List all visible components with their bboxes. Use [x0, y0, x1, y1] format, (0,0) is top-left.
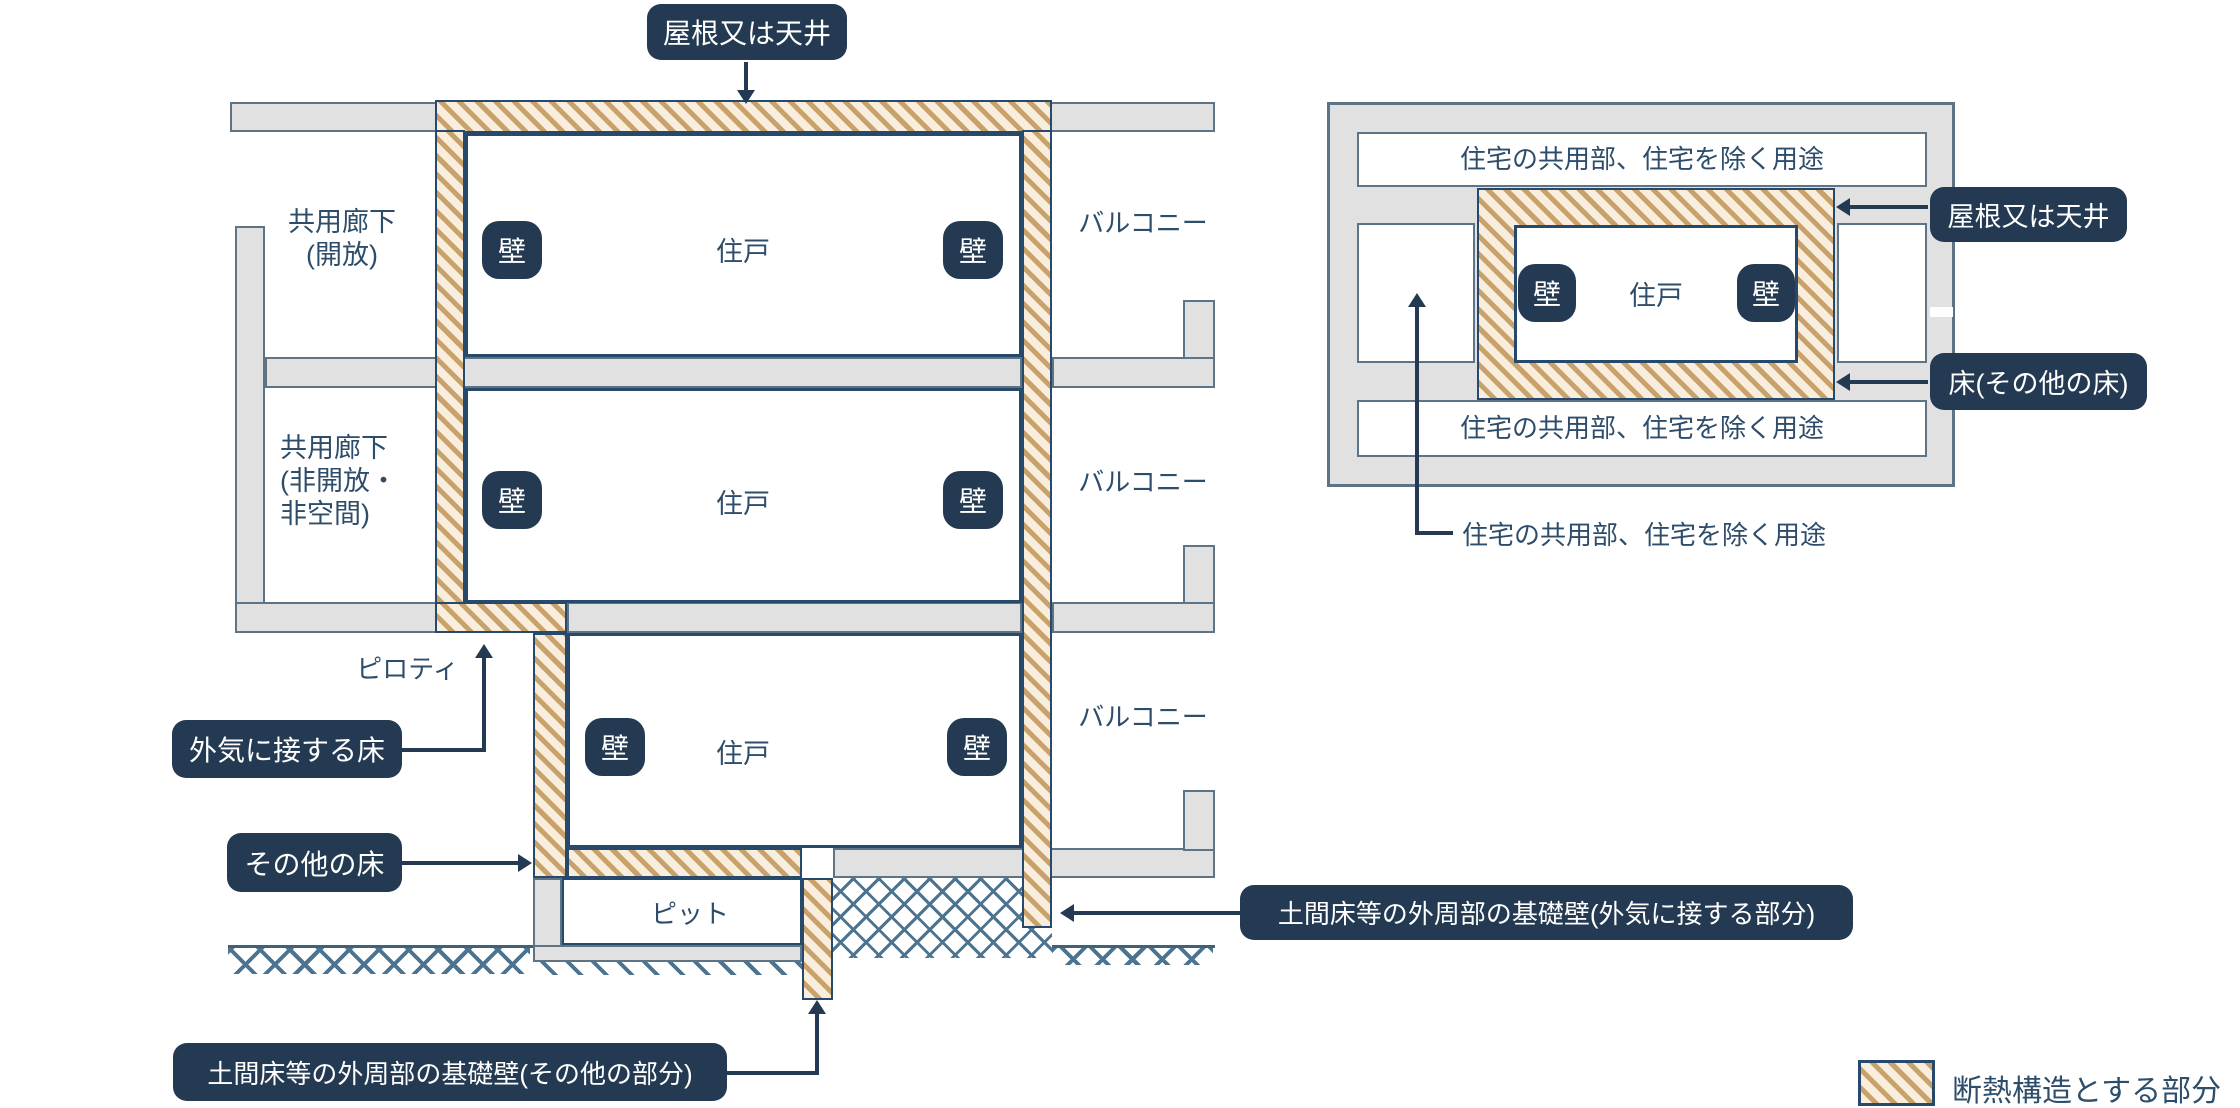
ground-line-right [1052, 945, 1215, 948]
foundation-other-arrow-head [808, 1000, 826, 1014]
floor-slab-2-right [567, 602, 1022, 633]
unit1-wall-badge-left: 壁 [482, 221, 542, 279]
rd-wall-badge-left: 壁 [1518, 264, 1576, 322]
foundation-other-conn-h [727, 1071, 819, 1075]
ground-line-left [228, 945, 533, 948]
unit2-wall-badge-left: 壁 [482, 471, 542, 529]
rd-roof-arrow-head [1836, 198, 1850, 216]
foundation-left-insulation [533, 633, 567, 878]
rd-band-bottom: 住宅の共用部、住宅を除く用途 [1357, 400, 1927, 457]
corridor-left-band [235, 226, 265, 633]
unit3-wall-badge-right: 壁 [947, 718, 1007, 776]
roof-ceiling-badge: 屋根又は天井 [647, 4, 847, 60]
floor-outside-air-conn-h [402, 748, 486, 752]
floor-other-arrow-shaft [402, 861, 520, 865]
corridor2-label: 共用廊下 (非開放・ 非空間) [280, 433, 397, 529]
rd-band-bottom-label: 住宅の共用部、住宅を除く用途 [1459, 413, 1824, 443]
unit3-wall-badge-left: 壁 [585, 718, 645, 776]
rd-band-top: 住宅の共用部、住宅を除く用途 [1357, 132, 1927, 187]
floor-other-badge: その他の床 [227, 833, 402, 892]
floor-outside-air-arrow-head [475, 644, 493, 658]
roof-arrow-shaft [744, 62, 748, 92]
corridor2-floor-slab [235, 602, 437, 633]
unit2-wall-badge-right: 壁 [943, 471, 1003, 529]
piloti-label: ピロティ [356, 654, 459, 684]
foundation-outside-air-arrow-head [1060, 904, 1074, 922]
floor3-insulation-other [567, 848, 802, 878]
unit1-box [465, 133, 1022, 357]
balcony3-parapet [1183, 790, 1215, 851]
floor-outside-air-badge: 外気に接する床 [172, 720, 402, 778]
left-wall-insulation [435, 130, 465, 633]
pit-underside-ticks [533, 962, 802, 975]
ground-hatch-right [1052, 948, 1213, 965]
ground-hatch-left [228, 948, 530, 974]
rd-wall-badge-right: 壁 [1737, 264, 1795, 322]
foundation-other-badge: 土間床等の外周部の基礎壁(その他の部分) [173, 1043, 727, 1101]
legend-insulation-swatch [1858, 1060, 1935, 1106]
rd-common-arrow-shaft [1415, 305, 1419, 535]
rd-roof-arrow-shaft [1850, 205, 1928, 209]
unit3-box [567, 633, 1022, 848]
rd-roof-badge: 屋根又は天井 [1930, 187, 2127, 242]
balcony2-parapet [1183, 545, 1215, 605]
rd-right-white-box [1837, 223, 1927, 363]
pit-bottom-slab [533, 945, 802, 962]
floor-slab-1 [265, 357, 1022, 388]
pit-label: ピット [650, 899, 729, 929]
rd-floor-badge: 床(その他の床) [1930, 353, 2147, 410]
rd-floor-arrow-shaft [1850, 380, 1928, 384]
rd-common-annotation: 住宅の共用部、住宅を除く用途 [1462, 520, 1827, 550]
balcony3-label: バルコニー [1078, 702, 1208, 732]
legend-insulation-label: 断熱構造とする部分 [1952, 1075, 2222, 1108]
unit3-label: 住戸 [716, 739, 770, 769]
balcony2-floor [1052, 602, 1215, 633]
rd-frame-joint-gap [1930, 307, 1953, 317]
unit1-label: 住戸 [716, 237, 770, 267]
rd-band-top-label: 住宅の共用部、住宅を除く用途 [1459, 144, 1824, 174]
balcony1-label: バルコニー [1078, 208, 1208, 238]
roof-arrow-head [737, 90, 755, 104]
balcony1-floor [1052, 357, 1215, 388]
floor-other-arrow-head [518, 854, 532, 872]
foundation-outside-air-arrow-shaft [1074, 911, 1240, 915]
ground-crosshatch-block [833, 878, 1052, 958]
rd-floor-arrow-head [1836, 373, 1850, 391]
rd-unit-label: 住戸 [1629, 281, 1683, 311]
corridor1-label: 共用廊下 (開放) [288, 207, 396, 270]
foundation-right-insulation [802, 878, 833, 1000]
unit2-label: 住戸 [716, 489, 770, 519]
balcony1-parapet [1183, 300, 1215, 360]
foundation-outside-air-badge: 土間床等の外周部の基礎壁(外気に接する部分) [1240, 885, 1853, 940]
unit1-wall-badge-right: 壁 [943, 221, 1003, 279]
unit2-box [465, 388, 1022, 603]
roof-insulation [435, 100, 1052, 133]
pit-box [562, 878, 802, 945]
balcony1-roof-band [1050, 102, 1215, 132]
rd-common-conn-h [1415, 531, 1453, 535]
floor2-insulation-outside-air [435, 602, 567, 633]
balcony2-label: バルコニー [1078, 467, 1208, 497]
rd-common-arrow-head [1408, 293, 1426, 307]
corridor-roof-band [230, 102, 437, 132]
floor-outside-air-conn-v [482, 655, 486, 752]
right-wall-insulation [1022, 130, 1052, 928]
foundation-other-conn-v [815, 1011, 819, 1075]
